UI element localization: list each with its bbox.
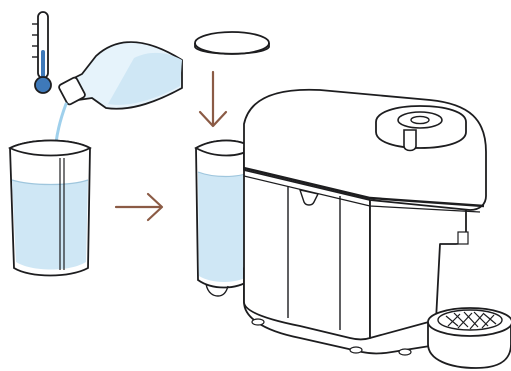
lock-lever[interactable] — [404, 130, 416, 151]
water-bottle-icon — [58, 42, 182, 109]
power-button[interactable] — [376, 106, 466, 148]
water-tank-filling — [10, 141, 90, 276]
drip-tray[interactable] — [428, 308, 511, 368]
tank-lid — [195, 32, 269, 54]
thermometer-icon — [32, 12, 51, 93]
arrow-down-icon — [200, 72, 226, 126]
arrow-right-icon — [116, 194, 162, 220]
